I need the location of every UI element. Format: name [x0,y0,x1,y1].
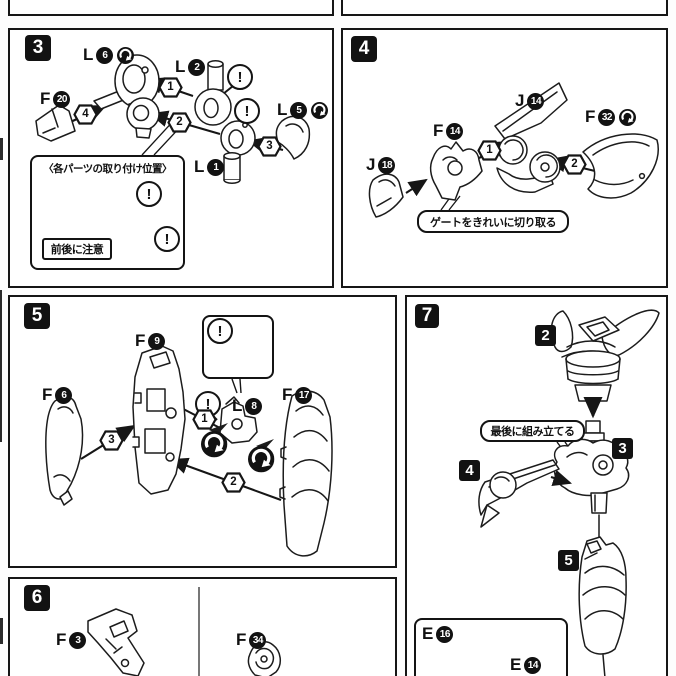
step-number-badge: 4 [351,36,377,62]
part-number-circle: 8 [245,397,263,415]
callout-title: 〈各パーツの取り付け位置〉 [43,163,172,175]
assembly-number-2: 2 [535,325,556,346]
step-5-panel: 5 F 9 F 6 L 8 F 17 ! ! 3 1 [8,295,397,568]
scan-edge-mark [0,618,3,644]
assembly-number-5: 5 [558,550,579,571]
rotate-icon [311,101,329,119]
part-label-F20: F 20 [40,89,71,109]
rotate-icon [619,108,637,126]
connector-hex-3: 3 [99,430,124,451]
assemble-last-callout: 最後に組み立てる [480,420,585,442]
scan-edge-mark [0,290,2,442]
partial-panel-top-right [341,0,668,16]
part-label-E16: E 16 [422,624,454,644]
warning-icon: ! [136,181,162,207]
warning-icon: ! [154,226,180,252]
warning-icon: ! [234,98,260,124]
warning-icon: ! [227,64,253,90]
part-label-F32: F 32 [585,107,637,127]
part-number-circle: 3 [69,631,87,649]
step-3-panel: 3 L 6 L 2 L 5 L 1 F 20 ! ! 1 [8,28,334,288]
part-number-circle: 2 [188,58,206,76]
part-label-L2: L 2 [175,57,206,77]
partial-artwork [10,0,332,14]
part-number-circle: 16 [436,625,454,643]
part-label-F34: F 34 [236,630,267,650]
rotate-icon [117,46,135,64]
part-label-L8: L 8 [232,396,263,416]
part-label-L6: L 6 [83,45,135,65]
part-label-F9: F 9 [135,331,166,351]
connector-hex-3: 3 [257,136,282,157]
part-label-F14: F 14 [433,121,464,141]
part-label-E14: E 14 [510,655,542,675]
step-number-badge: 7 [415,304,439,328]
part-label-F6: F 6 [42,385,73,405]
connector-hex-1: 1 [477,140,502,161]
part-number-circle: 5 [290,101,308,119]
connector-hex-2: 2 [221,472,246,493]
part-number-circle: 34 [249,631,267,649]
rotate-icon [201,431,228,458]
step-number-badge: 6 [24,585,50,611]
gate-cut-callout: ゲートをきれいに切り取る [417,210,569,233]
part-label-L5: L 5 [277,100,329,120]
part-number-circle: 9 [148,332,166,350]
assembly-number-3: 3 [612,438,633,459]
part-number-circle: 1 [207,158,225,176]
connector-hex-1: 1 [192,409,217,430]
warning-icon: ! [207,318,233,344]
part-number-circle: 20 [53,90,71,108]
connector-hex-2: 2 [167,112,192,133]
step-4-panel: 4 J 14 F 14 F 32 J 18 1 2 ゲートをきれいに切り取る [341,28,668,288]
step-7-panel: 7 2 3 4 5 最後に組み立てる E 16 E 14 [405,295,668,676]
part-label-F3: F 3 [56,630,87,650]
rotate-icon [248,446,275,473]
step-6-panel: 6 F 3 F 34 [8,577,397,676]
part-number-circle: 14 [446,122,464,140]
part-label-J18: J 18 [366,155,396,175]
step-number-badge: 5 [24,303,50,329]
part-number-circle: 14 [524,656,542,674]
part-number-circle: 17 [295,386,313,404]
step-7-artwork [430,309,660,676]
connector-hex-2: 2 [562,154,587,175]
partial-panel-top-left [8,0,334,16]
step-5-artwork [45,318,333,557]
part-label-L1: L 1 [194,157,225,177]
part-number-circle: 18 [378,156,396,174]
part-number-circle: 14 [527,92,545,110]
part-number-circle: 6 [96,46,114,64]
part-number-circle: 6 [55,386,73,404]
part-label-J14: J 14 [515,91,545,111]
step-number-badge: 3 [25,35,51,61]
part-number-circle: 32 [598,108,616,126]
step-6-artwork [87,587,281,676]
front-back-note: 前後に注意 [42,238,112,260]
step-4-artwork [368,82,659,218]
scan-edge-mark [0,138,3,160]
assembly-number-4: 4 [459,460,480,481]
connector-hex-4: 4 [73,104,98,125]
part-label-F17: F 17 [282,385,313,405]
connector-hex-1: 1 [158,77,183,98]
